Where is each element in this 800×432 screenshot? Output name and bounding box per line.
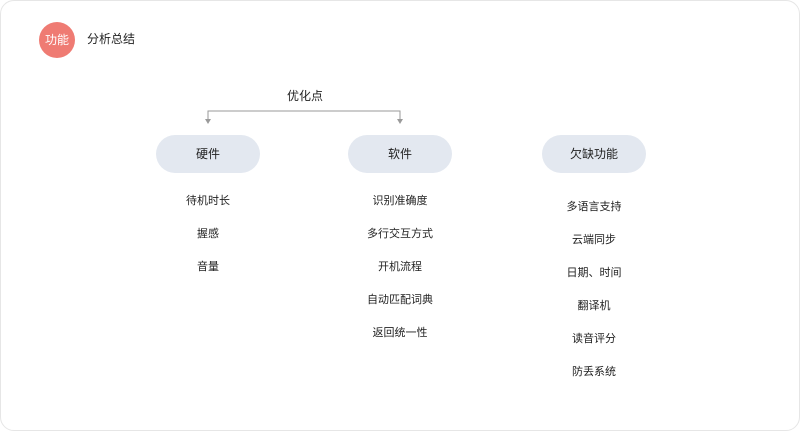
bracket-line [207,110,401,120]
arrow-hardware-icon [205,119,211,124]
software-item: 自动匹配词典 [367,293,433,306]
page-title: 分析总结 [87,32,136,46]
feature-badge: 功能 [39,22,75,58]
hardware-list: 待机时长 握感 音量 [138,192,278,291]
missing-feature-item: 防丢系统 [572,365,616,378]
software-item: 开机流程 [378,260,422,273]
software-item: 多行交互方式 [367,227,433,240]
missing-feature-item: 翻译机 [577,299,611,312]
hardware-node: 硬件 [156,135,260,173]
missing-feature-item: 日期、时间 [566,266,622,279]
arrow-software-icon [397,119,403,124]
software-node: 软件 [348,135,452,173]
missing-feature-item: 多语言支持 [566,200,622,213]
missing-feature-item: 读音评分 [572,332,616,345]
software-list: 识别准确度 多行交互方式 开机流程 自动匹配词典 返回统一性 [330,192,470,357]
missing-features-node: 欠缺功能 [542,135,646,173]
missing-feature-item: 云端同步 [572,233,616,246]
hardware-item: 音量 [197,260,219,273]
software-item: 返回统一性 [372,326,428,339]
missing-features-list: 多语言支持 云端同步 日期、时间 翻译机 读音评分 防丢系统 [524,198,664,396]
hardware-item: 握感 [197,227,219,240]
optimization-label: 优化点 [286,89,323,103]
hardware-item: 待机时长 [186,194,230,207]
software-item: 识别准确度 [372,194,428,207]
